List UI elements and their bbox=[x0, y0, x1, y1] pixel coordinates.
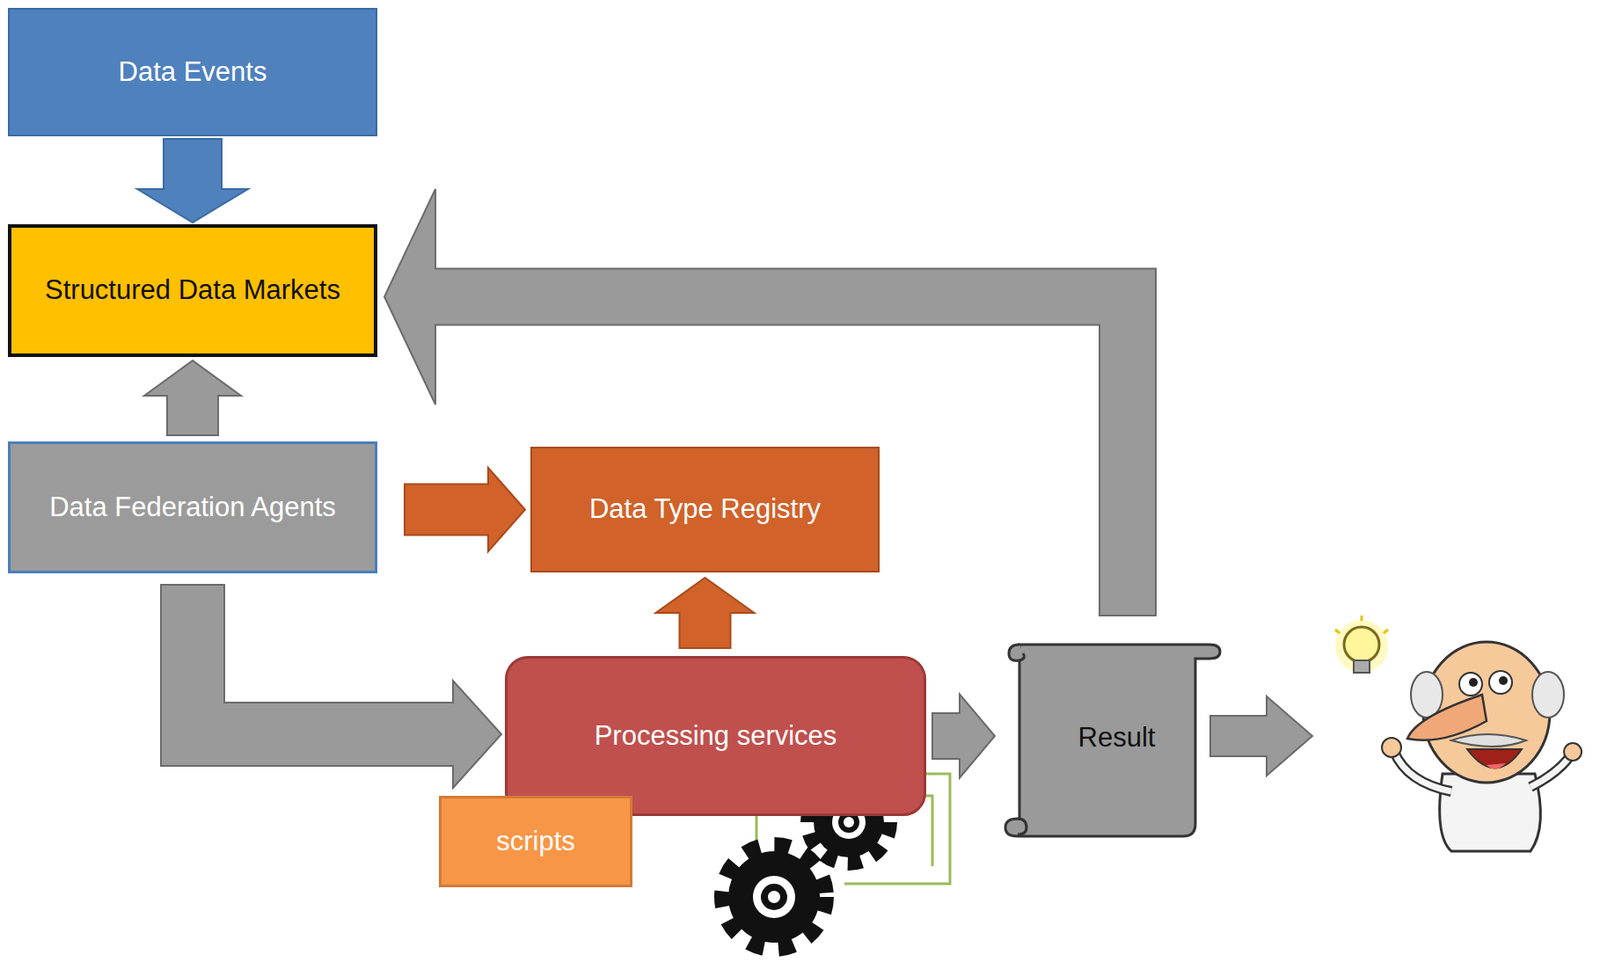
block-arrow bbox=[931, 694, 995, 779]
block-arrow bbox=[1210, 696, 1313, 776]
script-box: scripts bbox=[438, 796, 633, 888]
block-arrow bbox=[144, 360, 242, 437]
block-arrow bbox=[137, 138, 249, 223]
block-arrow bbox=[384, 189, 1128, 617]
node-label: Data Federation Agents bbox=[49, 488, 337, 528]
event-box: Data Events bbox=[7, 7, 378, 137]
node-label: Data Events bbox=[118, 52, 268, 93]
node-label: Processing services bbox=[594, 716, 838, 757]
node-label: Result bbox=[1078, 718, 1156, 759]
node-label: Structured Data Markets bbox=[44, 270, 341, 311]
process-box: Processing services bbox=[504, 656, 927, 817]
scientist-illustration bbox=[1316, 612, 1593, 861]
block-arrow bbox=[192, 584, 502, 789]
market-box: Structured Data Markets bbox=[7, 224, 378, 358]
registry-box: Data Type Registry bbox=[530, 446, 880, 573]
block-arrow bbox=[403, 467, 526, 552]
node-label: Data Type Registry bbox=[589, 489, 821, 530]
agent-box: Data Federation Agents bbox=[7, 441, 378, 574]
node-label: scripts bbox=[496, 822, 576, 863]
result-scroll: Result bbox=[1000, 632, 1225, 845]
block-arrow bbox=[656, 577, 755, 650]
gear-icon bbox=[724, 847, 824, 947]
